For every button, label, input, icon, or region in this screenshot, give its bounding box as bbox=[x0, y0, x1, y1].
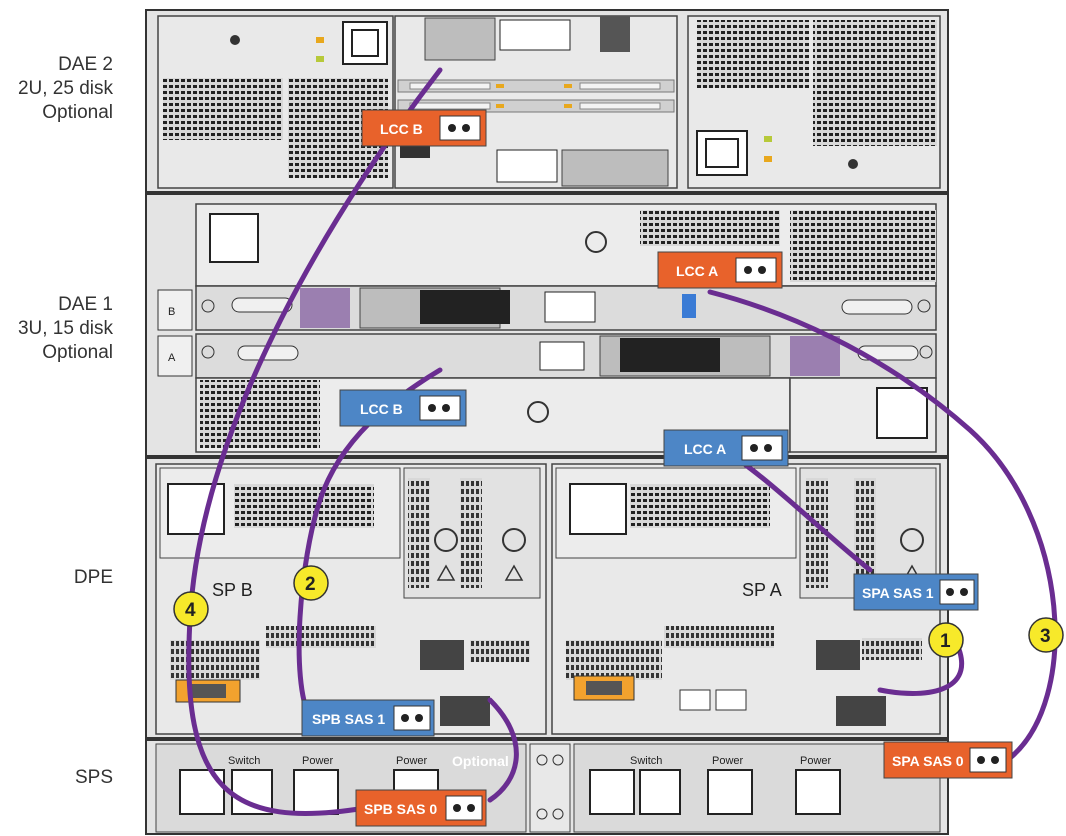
spsb-power-label: Power bbox=[302, 755, 334, 767]
port-spb-sas0-label: SPB SAS 0 bbox=[364, 801, 437, 817]
port-spa-sas0-label: SPA SAS 0 bbox=[892, 753, 964, 769]
dae1-label: DAE 1 3U, 15 disk Optional bbox=[18, 293, 113, 365]
power-inlet-icon bbox=[209, 213, 259, 263]
spb-label: SP B bbox=[212, 580, 253, 600]
spa-label: SP A bbox=[742, 580, 782, 600]
port-spb-sas1-label: SPB SAS 1 bbox=[312, 711, 385, 727]
spsa-switch-label: Switch bbox=[630, 755, 662, 767]
spsb-switch-label: Switch bbox=[228, 755, 260, 767]
callout-3: 3 bbox=[1028, 617, 1064, 653]
dae2-optional: Optional bbox=[42, 102, 113, 123]
cable-4 bbox=[186, 67, 443, 816]
dae2-enclosure bbox=[145, 9, 949, 193]
callouts: 1 2 3 4 bbox=[173, 565, 1064, 658]
power-inlet-icon bbox=[342, 21, 388, 65]
dpe-enclosure: SP B SP A bbox=[145, 457, 949, 739]
port-dae1-lccb-label: LCC B bbox=[360, 401, 403, 417]
led-icon bbox=[230, 35, 240, 45]
port-dae2-lccb: LCC B bbox=[361, 109, 487, 147]
port-spb-sas1: SPB SAS 1 bbox=[301, 699, 435, 737]
power-inlet-icon bbox=[589, 769, 635, 815]
callout-1-number: 1 bbox=[940, 631, 951, 652]
port-spa-sas0: SPA SAS 0 bbox=[883, 741, 1013, 779]
spsa-power-label: Power bbox=[712, 755, 744, 767]
dae1-optional: Optional bbox=[42, 342, 113, 363]
callout-1: 1 bbox=[928, 622, 964, 658]
dpe-label: DPE bbox=[73, 567, 113, 588]
callout-2: 2 bbox=[293, 565, 329, 601]
sps-optional-label: Optional bbox=[452, 753, 509, 769]
power-inlet-icon bbox=[696, 130, 748, 176]
power-outlet-icon bbox=[293, 769, 339, 815]
spsb-power2-label: Power bbox=[396, 755, 428, 767]
port-dae1-lcca-label: LCC A bbox=[676, 263, 718, 279]
callout-2-number: 2 bbox=[305, 574, 316, 595]
port-spb-sas0: SPB SAS 0 bbox=[355, 789, 487, 827]
power-outlet-icon bbox=[707, 769, 753, 815]
power-inlet-icon bbox=[167, 483, 225, 535]
power-inlet-icon bbox=[876, 387, 928, 439]
port-dae2-lccb-label: LCC B bbox=[380, 121, 423, 137]
port-spa-sas1-label: SPA SAS 1 bbox=[862, 585, 934, 601]
port-dae1-lcca-lower: LCC A bbox=[663, 429, 789, 467]
svg-text:A: A bbox=[168, 352, 176, 364]
port-dae1-lccb: LCC B bbox=[339, 389, 467, 427]
cable-1-loop bbox=[877, 637, 964, 696]
dae2-label: DAE 2 2U, 25 disk Optional bbox=[18, 53, 113, 125]
port-dae1-lcca-lower-label: LCC A bbox=[684, 441, 726, 457]
callout-3-number: 3 bbox=[1040, 626, 1051, 647]
switch-icon bbox=[639, 769, 681, 815]
port-dae1-lcca: LCC A bbox=[657, 251, 783, 289]
dae1-name: DAE 1 bbox=[58, 294, 113, 315]
cable-spb-loop bbox=[487, 697, 519, 803]
callout-4: 4 bbox=[173, 591, 209, 627]
port-spa-sas1: SPA SAS 1 bbox=[853, 573, 979, 611]
spsa-power2-label: Power bbox=[800, 755, 832, 767]
power-inlet-icon bbox=[569, 483, 627, 535]
dae1-enclosure: B A bbox=[145, 193, 949, 457]
callout-4-number: 4 bbox=[185, 600, 196, 621]
svg-text:B: B bbox=[168, 306, 175, 318]
sps-label: SPS bbox=[74, 767, 113, 788]
dae1-size: 3U, 15 disk bbox=[17, 318, 113, 339]
dae2-name: DAE 2 bbox=[58, 54, 113, 75]
cable-3 bbox=[707, 289, 1058, 761]
sps-enclosure: Switch Power Power Switch Power Power Op… bbox=[145, 739, 949, 835]
power-outlet-icon bbox=[795, 769, 841, 815]
dae2-size: 2U, 25 disk bbox=[17, 78, 113, 99]
port-labels: LCC B LCC A LCC B LCC A SPA SAS bbox=[301, 109, 1013, 827]
